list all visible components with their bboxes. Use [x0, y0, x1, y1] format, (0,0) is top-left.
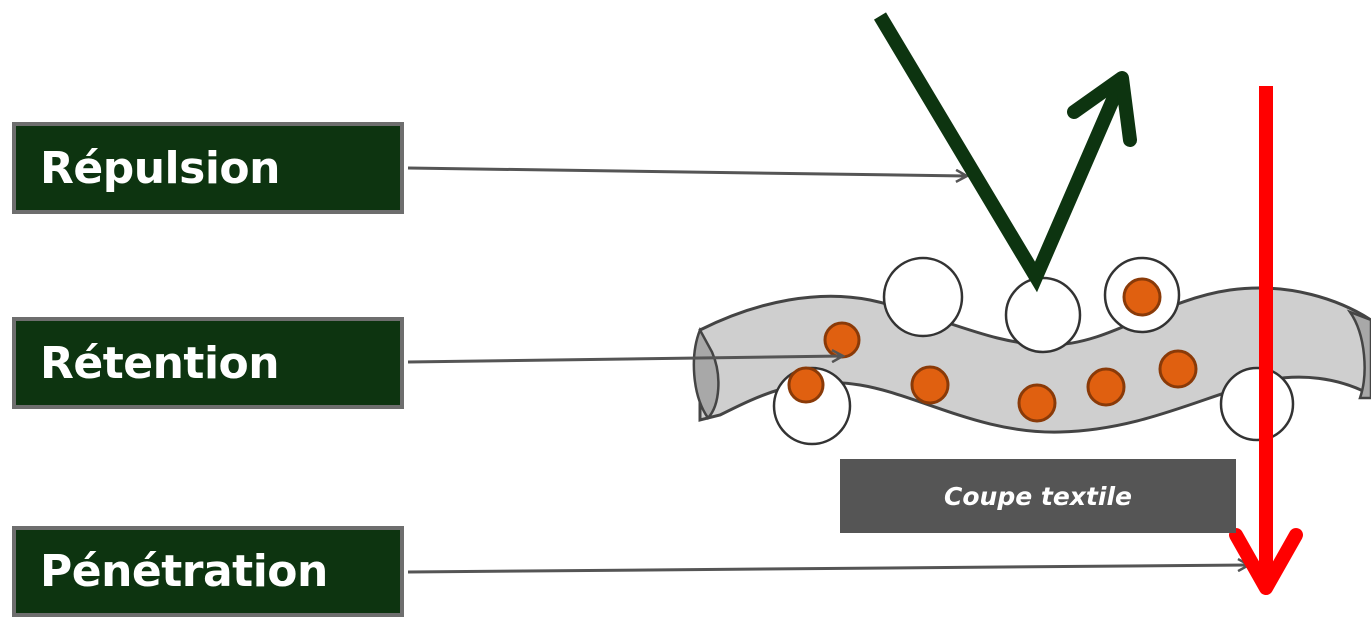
label-penetration-text: Pénétration: [40, 546, 328, 597]
fabric-left-curl: [692, 327, 720, 420]
connector-arrow-repulsion: [407, 166, 966, 176]
fabric-right-curl: [1346, 309, 1371, 400]
label-penetration: Pénétration: [12, 526, 404, 617]
droplet: [1017, 383, 1057, 423]
caption-text: Coupe textile: [944, 481, 1132, 511]
connector-arrow-penetration: [407, 565, 1248, 574]
textile-cross-section-caption: Coupe textile: [840, 459, 1236, 533]
repulsion-arrow: [873, 12, 1125, 293]
label-retention: Rétention: [12, 317, 404, 409]
droplet: [1122, 277, 1162, 317]
label-repulsion: Répulsion: [12, 122, 404, 214]
droplet: [1086, 367, 1126, 407]
droplet: [787, 366, 825, 404]
droplet: [823, 321, 861, 359]
fiber: [1004, 276, 1082, 354]
fiber: [882, 256, 964, 338]
connector-arrow-retention: [407, 356, 842, 364]
label-retention-text: Rétention: [40, 337, 280, 389]
label-repulsion-text: Répulsion: [40, 142, 280, 194]
repulsion-arrow-head: [1067, 71, 1137, 147]
penetration-arrow-head: [1229, 528, 1303, 595]
droplet: [910, 365, 950, 405]
droplet: [1158, 349, 1198, 389]
fiber: [1219, 366, 1295, 442]
